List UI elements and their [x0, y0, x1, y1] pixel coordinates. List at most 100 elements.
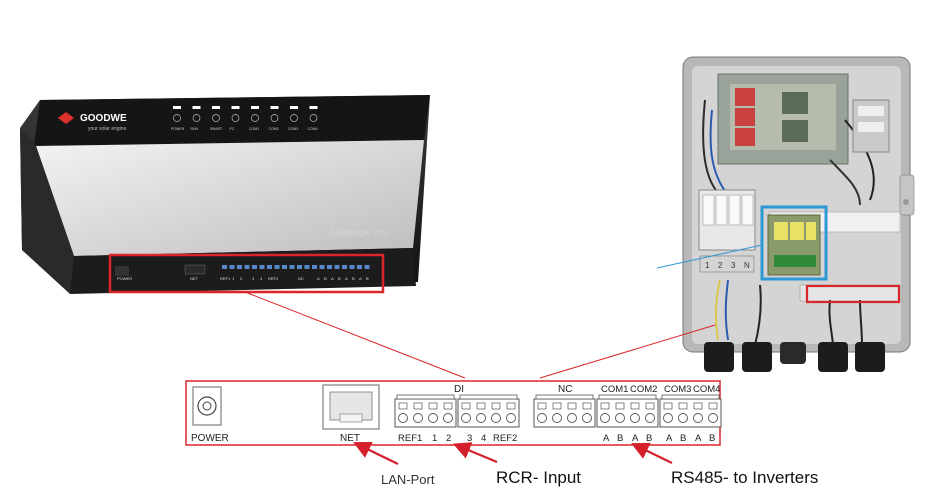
- terminal-pin: [274, 265, 280, 269]
- indicator-label: COM3: [288, 127, 298, 131]
- side-port-label: NET: [190, 276, 199, 281]
- indicator-led: [192, 106, 201, 109]
- power-jack: [115, 266, 129, 276]
- terminal-screw: [678, 413, 688, 423]
- terminal-slot: [413, 402, 423, 410]
- terminal-slot: [582, 402, 592, 410]
- terminal-pin: [259, 265, 265, 269]
- terminal-screw: [582, 413, 592, 423]
- indicator-icon: [212, 114, 220, 122]
- terminal-screw: [600, 413, 610, 423]
- terminal-pin: [342, 265, 347, 269]
- model-name: EzManager Pro: [330, 228, 386, 237]
- cabinet: 1 2 3 N: [682, 56, 915, 372]
- pin-label-ref1: REF1: [398, 433, 422, 444]
- terminal-slot: [552, 402, 562, 410]
- pin-label-1: 1: [432, 433, 437, 444]
- terminal-pin: [229, 265, 235, 269]
- terminal-slot: [491, 402, 501, 410]
- terminal-slot: [567, 402, 577, 410]
- terminal-screw: [476, 413, 486, 423]
- side-port-label: POWER: [117, 276, 132, 281]
- side-port-label: A: [331, 276, 334, 281]
- rs485-arrow: [631, 442, 673, 464]
- terminal-screw: [443, 413, 453, 423]
- indicator-icon: [173, 114, 181, 122]
- rcr-arrow: [452, 442, 498, 464]
- side-port-label: REF2: [268, 276, 279, 281]
- terminal-pin: [297, 265, 302, 269]
- net-label: NET: [340, 433, 360, 444]
- pin-label-3: 3: [467, 433, 472, 444]
- side-port-label: B: [366, 276, 369, 281]
- net-port: [184, 264, 206, 275]
- terminal-slot: [537, 402, 547, 410]
- terminal-slot: [615, 402, 625, 410]
- zoom-line-left: [244, 291, 466, 379]
- terminal-slot: [645, 402, 655, 410]
- terminal-screw: [663, 413, 673, 423]
- com2-pin-a: A: [632, 433, 639, 444]
- power-label: POWER: [191, 433, 229, 444]
- port-panel: POWER NET DI NC COM1 COM2 COM3 COM4 REF1…: [185, 380, 722, 446]
- indicator-label: RUN: [191, 127, 199, 131]
- terminal-screw: [615, 413, 625, 423]
- indicator-icon: [270, 114, 279, 122]
- indicator-led: [173, 106, 181, 109]
- side-port-label: A: [345, 276, 348, 281]
- side-port-label: 1: [232, 276, 235, 281]
- terminal-slot: [476, 402, 486, 410]
- terminal-screw: [413, 413, 423, 423]
- indicator-led: [251, 106, 259, 109]
- terminal-screw: [428, 413, 438, 423]
- terminal-screw: [552, 413, 562, 423]
- side-port-label: B: [338, 276, 341, 281]
- terminal-screw: [693, 413, 703, 423]
- com3-pin-b: B: [680, 433, 686, 444]
- pin-label-4: 4: [481, 433, 486, 444]
- indicator-label: COM2: [269, 127, 279, 131]
- cabinet-red-highlight: [805, 284, 901, 304]
- indicator-led: [290, 106, 298, 109]
- rs485-callout: RS485- to Inverters: [671, 468, 818, 487]
- terminal-slot: [506, 402, 516, 410]
- terminal-slot: [663, 402, 673, 410]
- terminal-pin: [267, 265, 272, 269]
- terminal-slot: [708, 402, 718, 410]
- indicator-icon: [231, 114, 240, 122]
- panel-terminal-blocks: [394, 394, 722, 428]
- terminal-screw: [630, 413, 640, 423]
- com2-pin-b: B: [646, 433, 652, 444]
- terminal-pin: [334, 265, 340, 269]
- side-port-label: 2: [240, 276, 243, 281]
- terminal-pin: [282, 265, 287, 269]
- indicator-icon: [192, 114, 201, 122]
- breaker-label-1: 1: [705, 261, 710, 270]
- com3-pin-a: A: [666, 433, 673, 444]
- pin-label-2: 2: [446, 433, 451, 444]
- indicator-label: COM4: [308, 127, 318, 131]
- terminal-screw: [461, 413, 471, 423]
- terminal-screw: [398, 413, 408, 423]
- com4-pin-b: B: [709, 433, 715, 444]
- indicator-label: COM1: [249, 127, 259, 131]
- terminal-pin: [289, 265, 295, 269]
- nc-label: NC: [558, 384, 572, 395]
- side-port-label: NC: [298, 276, 304, 281]
- terminal-slot: [630, 402, 640, 410]
- terminal-pin: [304, 265, 310, 269]
- terminal-pin: [237, 265, 242, 269]
- terminal-slot: [600, 402, 610, 410]
- side-port-label: B: [324, 276, 327, 281]
- terminal-screw: [645, 413, 655, 423]
- side-port-label: A: [359, 276, 362, 281]
- terminal-slot: [461, 402, 471, 410]
- breaker-label-3: 3: [731, 261, 736, 270]
- indicator-icon: [290, 114, 298, 122]
- terminal-screw: [708, 413, 718, 423]
- com2-label: COM2: [630, 384, 657, 395]
- indicator-icon: [251, 114, 259, 122]
